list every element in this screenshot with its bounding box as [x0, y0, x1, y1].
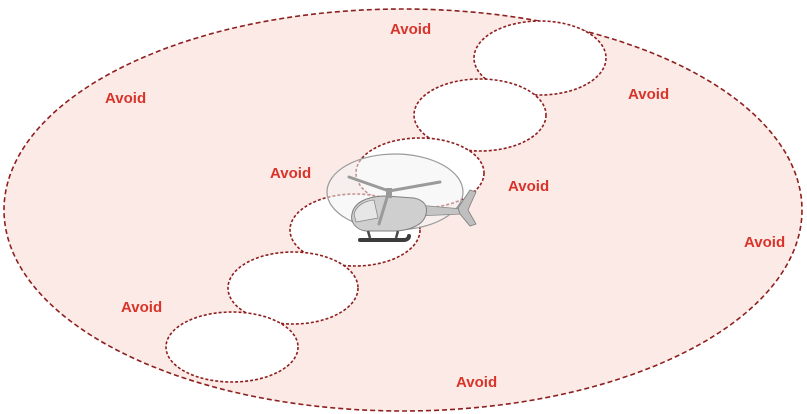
avoid-label-right: Avoid	[744, 234, 785, 251]
avoid-label-upper-left: Avoid	[105, 90, 146, 107]
path-ellipse-6	[166, 312, 298, 382]
avoid-label-center-right: Avoid	[508, 178, 549, 195]
avoid-label-lower-left: Avoid	[121, 299, 162, 316]
avoid-label-bottom: Avoid	[456, 374, 497, 391]
avoid-label-center-left: Avoid	[270, 165, 311, 182]
avoid-label-top: Avoid	[390, 21, 431, 38]
avoid-label-upper-right: Avoid	[628, 86, 669, 103]
